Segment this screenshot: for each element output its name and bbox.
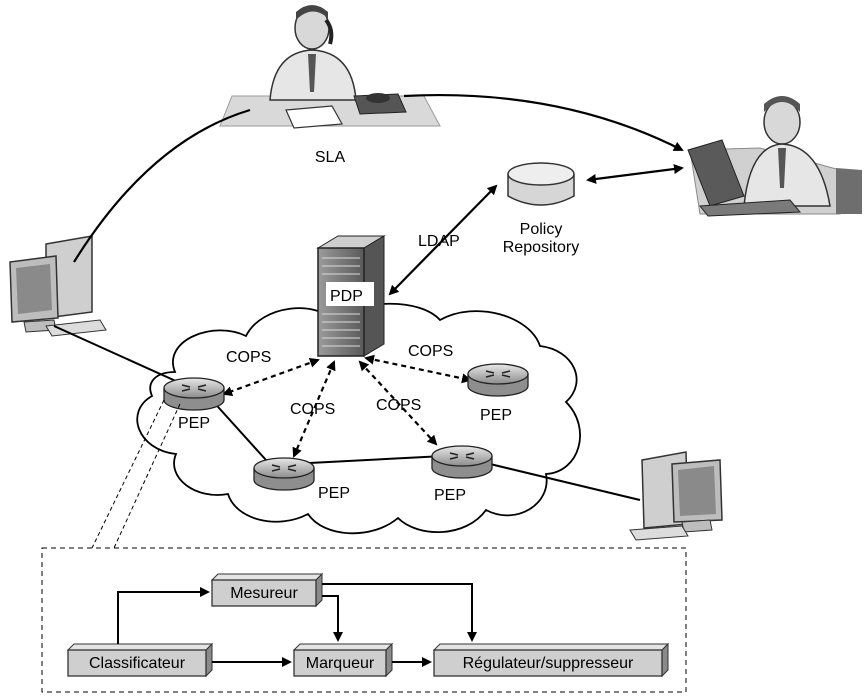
pep-detail-frame — [41, 547, 687, 693]
router-pep-bottom-left-icon — [253, 457, 315, 491]
cops-label-mid-right: COPS — [376, 397, 421, 414]
cops-arrow-mid-right — [358, 360, 438, 446]
cops-label-mid-left: COPS — [290, 401, 335, 418]
policy-label-line2: Repository — [503, 239, 579, 256]
desktop-computer-left-icon — [9, 235, 107, 337]
zoom-line-right — [113, 403, 181, 549]
arrow-mesureur-regulateur — [322, 583, 477, 642]
router-pep-left-icon — [163, 377, 225, 411]
pep-label-bottom-right: PEP — [434, 487, 466, 504]
regulateur-box: Régulateur/suppresseur — [432, 642, 670, 678]
ldap-arrow — [388, 184, 498, 296]
link-pep-bottom-routers — [289, 455, 445, 465]
mesureur-box: Mesureur — [210, 572, 324, 608]
repository-laptop-arrow — [586, 164, 684, 184]
link-router-right-computer — [489, 463, 641, 501]
desktop-computer-right-icon — [629, 451, 723, 541]
cops-arrow-mid-left — [292, 360, 336, 458]
zoom-line-left — [91, 399, 165, 549]
laptop-user-icon — [687, 96, 862, 217]
classificateur-box: Classificateur — [66, 642, 214, 678]
mesureur-label: Mesureur — [230, 585, 298, 602]
link-pep-left-bottom — [209, 397, 267, 461]
cops-label-right: COPS — [408, 343, 453, 360]
pdp-server-icon — [316, 235, 386, 357]
cops-arrow-left — [222, 358, 320, 396]
ldap-label: LDAP — [418, 233, 460, 250]
pep-label-bottom-left: PEP — [318, 485, 350, 502]
policy-label-line1: Policy — [520, 221, 563, 238]
marqueur-box: Marqueur — [292, 642, 394, 678]
regulateur-label: Régulateur/suppresseur — [463, 655, 634, 672]
cops-label-left: COPS — [226, 349, 271, 366]
arrow-classificateur-mesureur — [117, 587, 210, 644]
sla-label: SLA — [315, 149, 346, 166]
pdp-label: PDP — [330, 288, 363, 305]
pep-label-right: PEP — [480, 407, 512, 424]
classificateur-label: Classificateur — [89, 655, 186, 672]
sla-person-phone-icon — [219, 5, 441, 129]
pep-label-left: PEP — [178, 415, 210, 432]
sla-to-left-computer-line — [73, 108, 251, 263]
link-left-computer-router — [53, 325, 179, 383]
marqueur-label: Marqueur — [306, 655, 375, 672]
arrow-mesureur-marqueur — [322, 595, 343, 642]
sla-to-laptop-arrow — [403, 93, 684, 151]
router-pep-bottom-right-icon — [431, 445, 493, 479]
router-pep-right-icon — [467, 363, 529, 397]
policy-repository-database-icon — [507, 162, 575, 206]
